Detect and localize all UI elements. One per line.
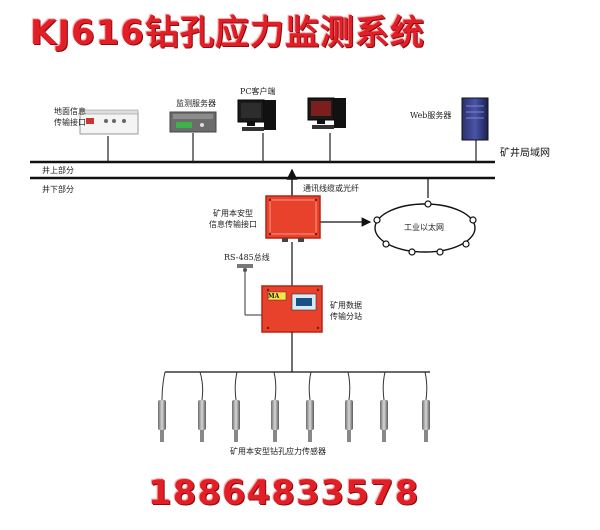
ethernet-label: 工业以太网 — [404, 223, 444, 232]
substation-label: 矿用数据 传输分站 — [330, 301, 362, 321]
web-server-label: Web服务器 — [410, 111, 452, 120]
comm-line-label: 通讯线缆或光纤 — [303, 184, 359, 193]
rs485-connector — [237, 264, 262, 316]
above-ground-label: 井上部分 — [42, 166, 74, 175]
web-server-device — [461, 97, 489, 141]
sensor-probes — [158, 400, 430, 442]
page-title: KJ616钻孔应力监测系统 — [30, 13, 425, 53]
contact-phone: 18864833578 — [148, 473, 420, 513]
sensors-label: 矿用本安型钻孔应力传感器 — [230, 447, 326, 456]
substation-box — [261, 285, 323, 333]
remote-interface-device — [79, 109, 139, 135]
remote-interface-label: 地面信息 传输接口 — [54, 107, 86, 127]
lan-label: 矿井局域网 — [500, 148, 550, 159]
pc-client-label: PC客户端 — [240, 87, 276, 96]
below-ground-label: 井下部分 — [42, 185, 74, 194]
transfer-interface-box — [265, 195, 321, 242]
ma-badge: MA — [268, 293, 280, 300]
pc-client-1 — [237, 99, 276, 131]
ethernet-ring — [373, 200, 477, 256]
monitor-server-label: 监测服务器 — [176, 99, 216, 108]
pc-client-2 — [307, 97, 346, 129]
monitor-server-device — [169, 111, 217, 133]
transfer-interface-label: 矿用本安型 信息传输接口 — [209, 209, 257, 229]
rs485-label: RS-485总线 — [224, 253, 270, 262]
